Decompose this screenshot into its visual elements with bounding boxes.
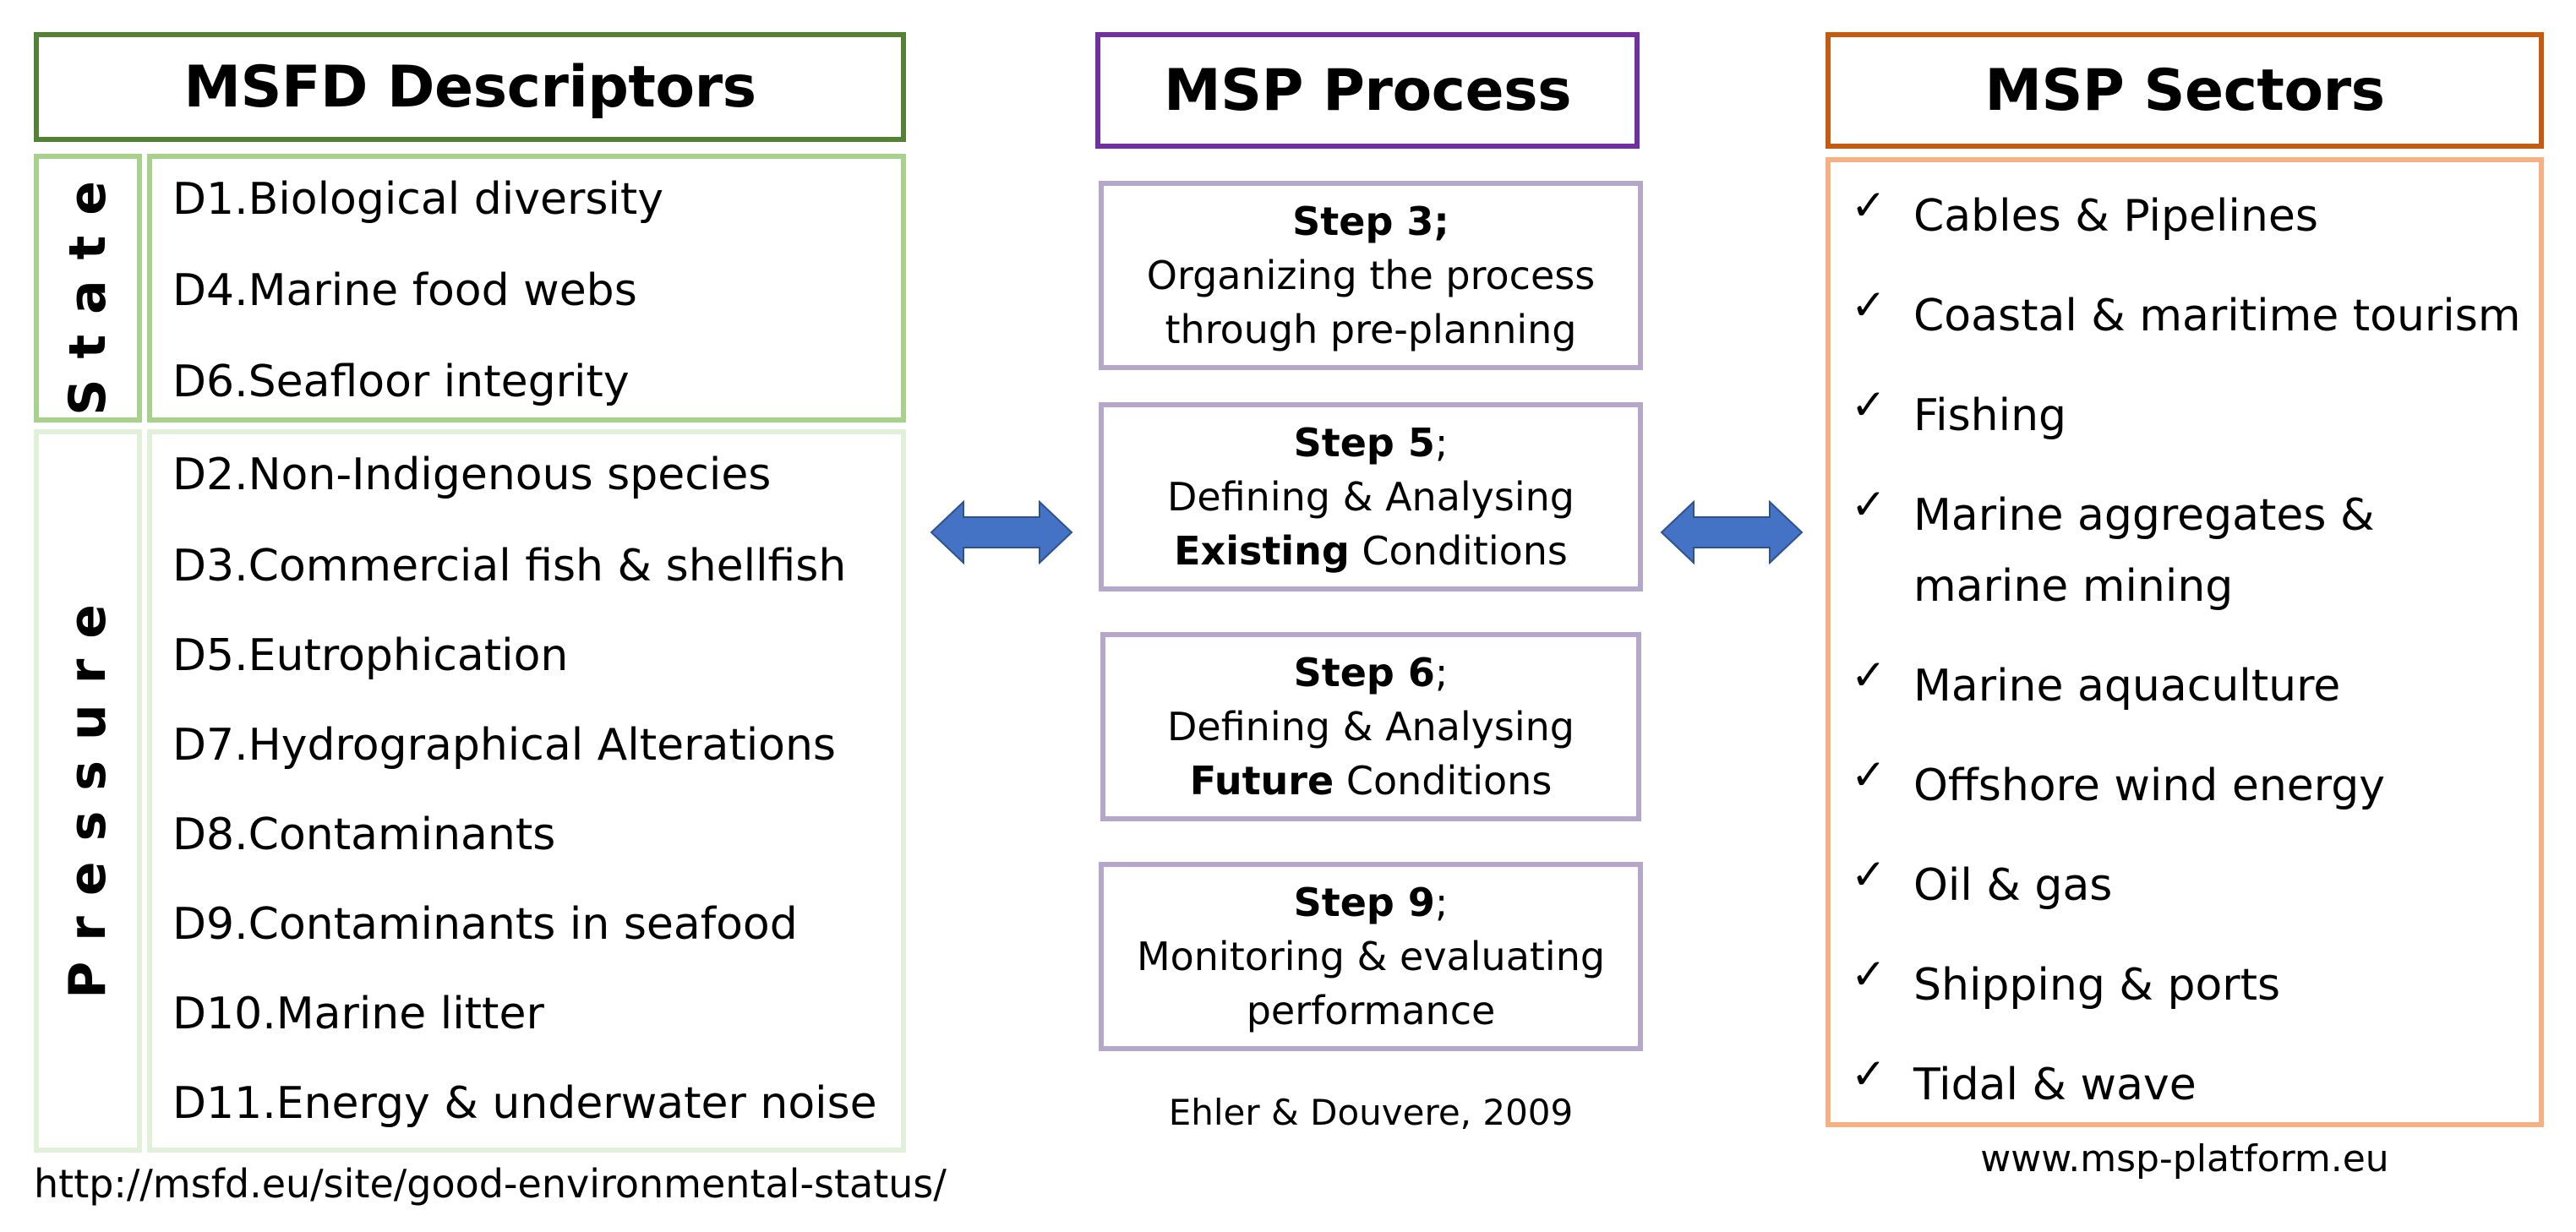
sector-label: Oil & gas (1913, 860, 2113, 911)
sector-label: Fishing (1913, 390, 2067, 441)
msfd-source: http://msfd.eu/site/good-environmental-s… (34, 1161, 947, 1207)
descriptor-d9: D9.Contaminants in seafood (172, 899, 798, 950)
step-5-heading: Step 5 (1293, 420, 1435, 466)
check-icon: ✓ (1851, 850, 1886, 899)
step-6-bold: Future (1189, 758, 1334, 804)
double-arrow-left-icon (930, 499, 1073, 565)
double-arrow-right-icon (1660, 499, 1804, 565)
step-3-heading: Step 3; (1292, 199, 1449, 244)
state-label: State (58, 161, 117, 416)
sector-label: Offshore wind energy (1913, 760, 2386, 811)
step-box-6: Step 6; Defining & Analysing Future Cond… (1100, 632, 1641, 821)
step-3-line2: through pre-planning (1165, 307, 1577, 352)
pressure-label-box: Pressure (34, 429, 142, 1153)
descriptor-d4: D4.Marine food webs (172, 265, 637, 316)
sectors-list-box: ✓ Cables & Pipelines ✓ Coastal & maritim… (1826, 157, 2544, 1127)
sector-item: ✓ Fishing (1851, 380, 2522, 451)
sector-label: Marine aquaculture (1913, 661, 2341, 711)
sector-item: ✓ Tidal & wave (1851, 1049, 2522, 1120)
sector-item: ✓ Coastal & maritime tourism (1851, 281, 2522, 352)
descriptor-d2: D2.Non-Indigenous species (172, 450, 772, 500)
step-6-line2: Conditions (1334, 758, 1553, 804)
descriptor-d1: D1.Biological diversity (172, 174, 664, 225)
check-icon: ✓ (1851, 1049, 1886, 1098)
step-9-line2: performance (1246, 988, 1496, 1033)
descriptor-d7: D7.Hydrographical Alterations (172, 720, 837, 771)
msfd-title: MSFD Descriptors (183, 53, 756, 121)
sector-item: ✓ Offshore wind energy (1851, 750, 2522, 821)
sectors-header: MSP Sectors (1826, 32, 2544, 149)
state-descriptors-box: D1.Biological diversity D4.Marine food w… (147, 154, 906, 422)
step-9-heading: Step 9 (1293, 880, 1435, 925)
descriptor-d11: D11.Energy & underwater noise (172, 1078, 877, 1129)
sector-label: Marine aggregates & marine mining (1913, 490, 2375, 612)
step-5-suffix: ; (1434, 420, 1449, 466)
descriptor-d5: D5.Eutrophication (172, 630, 569, 681)
sector-item: ✓ Marine aggregates & marine mining (1851, 480, 2522, 622)
step-box-5: Step 5; Defining & Analysing Existing Co… (1099, 402, 1643, 591)
step-6-suffix: ; (1434, 650, 1449, 695)
step-5-bold: Existing (1174, 528, 1350, 574)
step-6-heading: Step 6 (1293, 650, 1435, 695)
state-label-box: State (34, 154, 142, 422)
sector-item: ✓ Oil & gas (1851, 850, 2522, 921)
check-icon: ✓ (1851, 281, 1886, 330)
sectors-source: www.msp-platform.eu (1980, 1137, 2389, 1180)
check-icon: ✓ (1851, 950, 1886, 999)
pressure-label: Pressure (58, 583, 117, 999)
sector-item: ✓ Marine aquaculture (1851, 651, 2522, 722)
step-5-line2: Conditions (1349, 528, 1568, 574)
descriptor-d8: D8.Contaminants (172, 810, 556, 860)
descriptor-d10: D10.Marine litter (172, 989, 544, 1039)
sector-item: ✓ Shipping & ports (1851, 950, 2522, 1021)
pressure-descriptors-box: D2.Non-Indigenous species D3.Commercial … (147, 429, 906, 1153)
step-9-line1: Monitoring & evaluating (1136, 934, 1606, 979)
sector-label: Coastal & maritime tourism (1913, 291, 2521, 341)
process-header: MSP Process (1095, 32, 1640, 149)
descriptor-d6: D6.Seafloor integrity (172, 357, 630, 407)
sector-label: Cables & Pipelines (1913, 191, 2318, 242)
step-box-9: Step 9; Monitoring & evaluating performa… (1099, 862, 1643, 1051)
step-5-line1: Defining & Analysing (1166, 474, 1575, 520)
sector-item: ✓ Cables & Pipelines (1851, 181, 2522, 252)
step-9-suffix: ; (1434, 880, 1449, 925)
process-source: Ehler & Douvere, 2009 (1168, 1092, 1574, 1133)
check-icon: ✓ (1851, 380, 1886, 429)
step-6-line1: Defining & Analysing (1166, 704, 1575, 750)
step-3-line1: Organizing the process (1146, 253, 1596, 298)
sector-label: Shipping & ports (1913, 960, 2281, 1011)
process-title: MSP Process (1163, 57, 1572, 124)
check-icon: ✓ (1851, 651, 1886, 700)
check-icon: ✓ (1851, 750, 1886, 799)
step-box-3: Step 3; Organizing the process through p… (1099, 181, 1643, 370)
check-icon: ✓ (1851, 480, 1886, 529)
check-icon: ✓ (1851, 181, 1886, 230)
sector-label: Tidal & wave (1913, 1060, 2197, 1110)
msfd-header: MSFD Descriptors (34, 32, 906, 142)
descriptor-d3: D3.Commercial fish & shellfish (172, 541, 847, 591)
sectors-title: MSP Sectors (1984, 57, 2385, 124)
